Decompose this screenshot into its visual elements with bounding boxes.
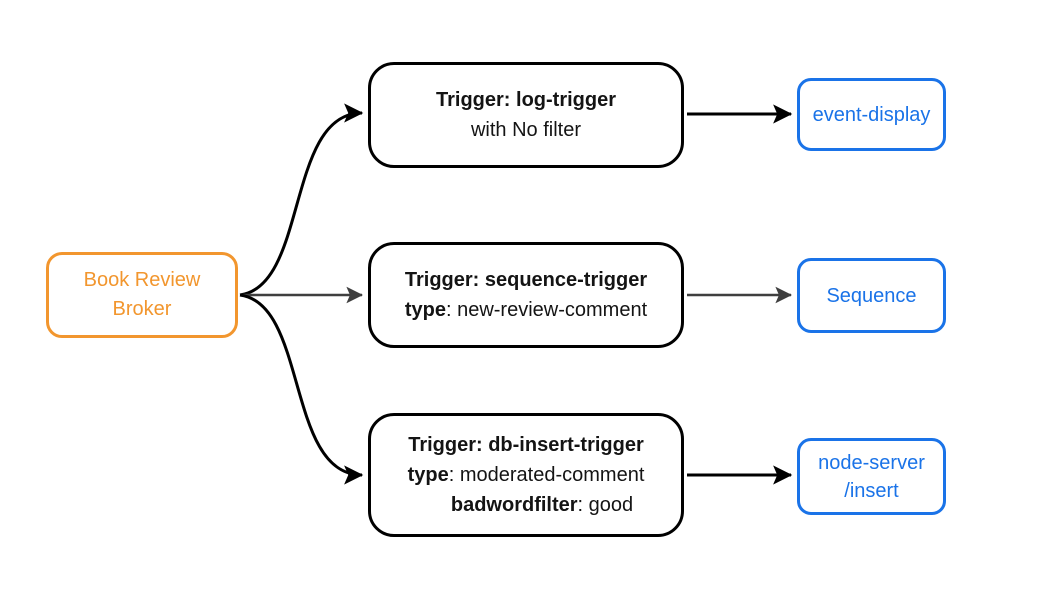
sink-label-line: /insert xyxy=(844,479,899,502)
broker-label-line: Book Review xyxy=(83,269,201,291)
edge-broker-to-log-trigger xyxy=(239,103,364,297)
sink-label-line: Sequence xyxy=(826,284,917,307)
sink-label-line: event-display xyxy=(812,103,931,126)
sink-node-event-display: event-display xyxy=(797,78,946,151)
trigger-label-line: badwordfilter: good xyxy=(450,494,634,516)
sink-node-node-server-insert: node-server /insert xyxy=(797,438,946,515)
sink-label-line: node-server xyxy=(818,451,925,474)
trigger-node-db-insert-trigger: Trigger: db-insert-trigger type: moderat… xyxy=(368,413,684,537)
trigger-label-line: Trigger: log-trigger xyxy=(436,89,616,111)
trigger-label-line: Trigger: db-insert-trigger xyxy=(408,434,644,456)
trigger-label-line: type: new-review-comment xyxy=(404,299,648,321)
broker-node-book-review: Book Review Broker xyxy=(46,252,238,338)
trigger-node-sequence-trigger: Trigger: sequence-trigger type: new-revi… xyxy=(368,242,684,348)
trigger-label-line: type: moderated-comment xyxy=(407,464,645,486)
trigger-label-line: with No filter xyxy=(470,119,582,141)
sink-node-sequence: Sequence xyxy=(797,258,946,333)
broker-label-line: Broker xyxy=(112,298,172,320)
trigger-node-log-trigger: Trigger: log-trigger with No filter xyxy=(368,62,684,168)
edge-broker-to-db-insert-trigger xyxy=(239,293,364,485)
trigger-label-line: Trigger: sequence-trigger xyxy=(404,269,648,291)
